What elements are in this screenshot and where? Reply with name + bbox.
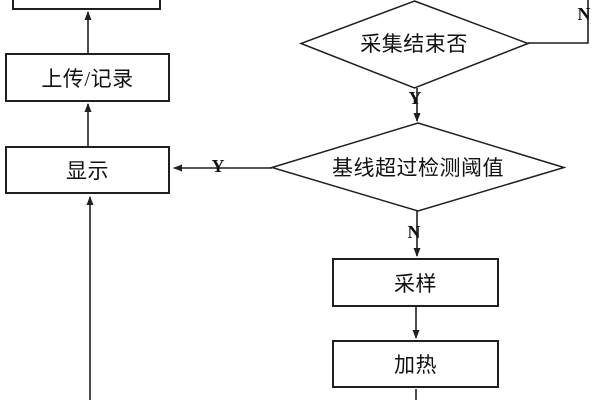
process-box-upload-record-label: 上传/记录 [41, 66, 134, 91]
edge-label-collect-yes: Y [408, 88, 422, 108]
process-box-sample: 采样 [332, 258, 499, 307]
decision-collect-end-label: 采集结束否 [360, 32, 468, 56]
process-box-heat: 加热 [332, 340, 499, 388]
edge-label-baseline-no: N [407, 222, 421, 242]
edge-label-collect-no: N [577, 4, 591, 24]
process-box-display: 显示 [5, 146, 170, 194]
decision-collect-end [298, 0, 531, 89]
decision-baseline-threshold-label: 基线超过检测阈值 [332, 156, 504, 180]
process-box-top-partial [12, 0, 161, 10]
process-box-sample-label: 采样 [394, 271, 437, 296]
edge-label-baseline-yes: Y [211, 156, 225, 176]
decision-baseline-threshold [269, 122, 567, 212]
process-box-display-label: 显示 [66, 159, 109, 183]
arrow-collect-no-exit [528, 0, 589, 44]
process-box-heat-label: 加热 [394, 353, 437, 377]
process-box-upload-record: 上传/记录 [5, 53, 170, 102]
